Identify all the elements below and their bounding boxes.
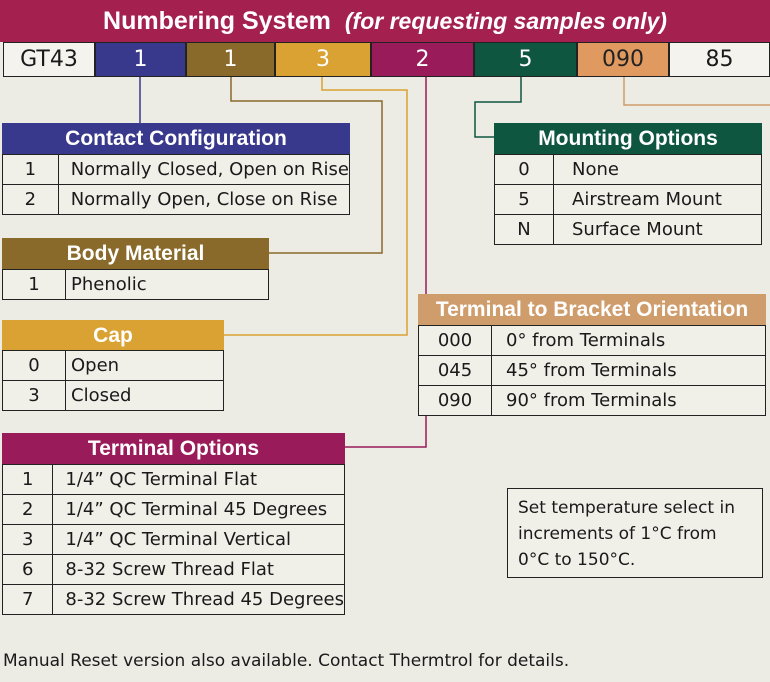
code-segment-contact: 1 <box>95 42 186 77</box>
connector-body <box>230 77 383 254</box>
option-code: 0 <box>2 350 66 381</box>
connector-cap <box>224 77 408 336</box>
option-label: 90° from Terminals <box>491 385 766 416</box>
option-label: 8-32 Screw Thread Flat <box>52 554 345 585</box>
option-code: 2 <box>2 184 59 215</box>
option-code: 2 <box>1 494 54 525</box>
option-code: 1 <box>2 269 66 300</box>
temperature-note: Set temperature select in increments of … <box>507 488 763 578</box>
option-label: 0° from Terminals <box>491 325 766 356</box>
option-label: 1/4” QC Terminal Vertical <box>52 524 345 555</box>
connector-terminal <box>345 77 427 448</box>
code-segment-series: GT43 <box>3 42 95 77</box>
title-main: Numbering System <box>103 7 331 35</box>
connector-orientation <box>623 77 770 106</box>
mounting-options-header: Mounting Options <box>494 123 762 154</box>
code-segment-mounting: 5 <box>474 42 577 77</box>
option-code: 3 <box>1 524 54 555</box>
option-label: 45° from Terminals <box>491 355 766 386</box>
option-code: 3 <box>2 380 66 411</box>
option-code: 7 <box>1 584 54 615</box>
body-material-header: Body Material <box>2 238 269 269</box>
option-code: 6 <box>1 554 54 585</box>
option-label: Open <box>65 350 224 381</box>
option-label: 1/4” QC Terminal Flat <box>52 464 345 495</box>
option-label: Normally Closed, Open on Rise <box>57 154 351 185</box>
code-segment-orientation: 090 <box>577 42 669 77</box>
option-label: Surface Mount <box>553 214 762 245</box>
title-sub: (for requesting samples only) <box>344 8 667 34</box>
option-code: 1 <box>2 154 59 185</box>
option-label: Normally Open, Close on Rise <box>57 184 351 215</box>
option-label: Airstream Mount <box>553 184 762 215</box>
option-code: 1 <box>1 464 54 495</box>
contact-configuration-header: Contact Configuration <box>2 123 350 154</box>
option-label: Closed <box>65 380 224 411</box>
option-label: Phenolic <box>65 269 269 300</box>
page-title: Numbering System (for requesting samples … <box>0 0 770 42</box>
option-code: 000 <box>418 325 492 356</box>
code-segment-terminal: 2 <box>371 42 474 77</box>
cap-header: Cap <box>2 320 224 351</box>
option-code: 0 <box>494 154 554 185</box>
terminal-options-header: Terminal Options <box>2 433 345 464</box>
option-code: N <box>494 214 554 245</box>
option-label: 8-32 Screw Thread 45 Degrees <box>52 584 345 615</box>
code-segment-body: 1 <box>186 42 275 77</box>
connector-mounting <box>474 77 522 138</box>
option-label: 1/4” QC Terminal 45 Degrees <box>52 494 345 525</box>
code-segment-temperature: 85 <box>669 42 770 77</box>
orientation-header: Terminal to Bracket Orientation <box>418 294 766 325</box>
footer-note: Manual Reset version also available. Con… <box>3 651 570 671</box>
option-code: 045 <box>418 355 492 386</box>
code-segment-cap: 3 <box>275 42 371 77</box>
option-label: None <box>553 154 762 185</box>
option-code: 090 <box>418 385 492 416</box>
option-code: 5 <box>494 184 554 215</box>
